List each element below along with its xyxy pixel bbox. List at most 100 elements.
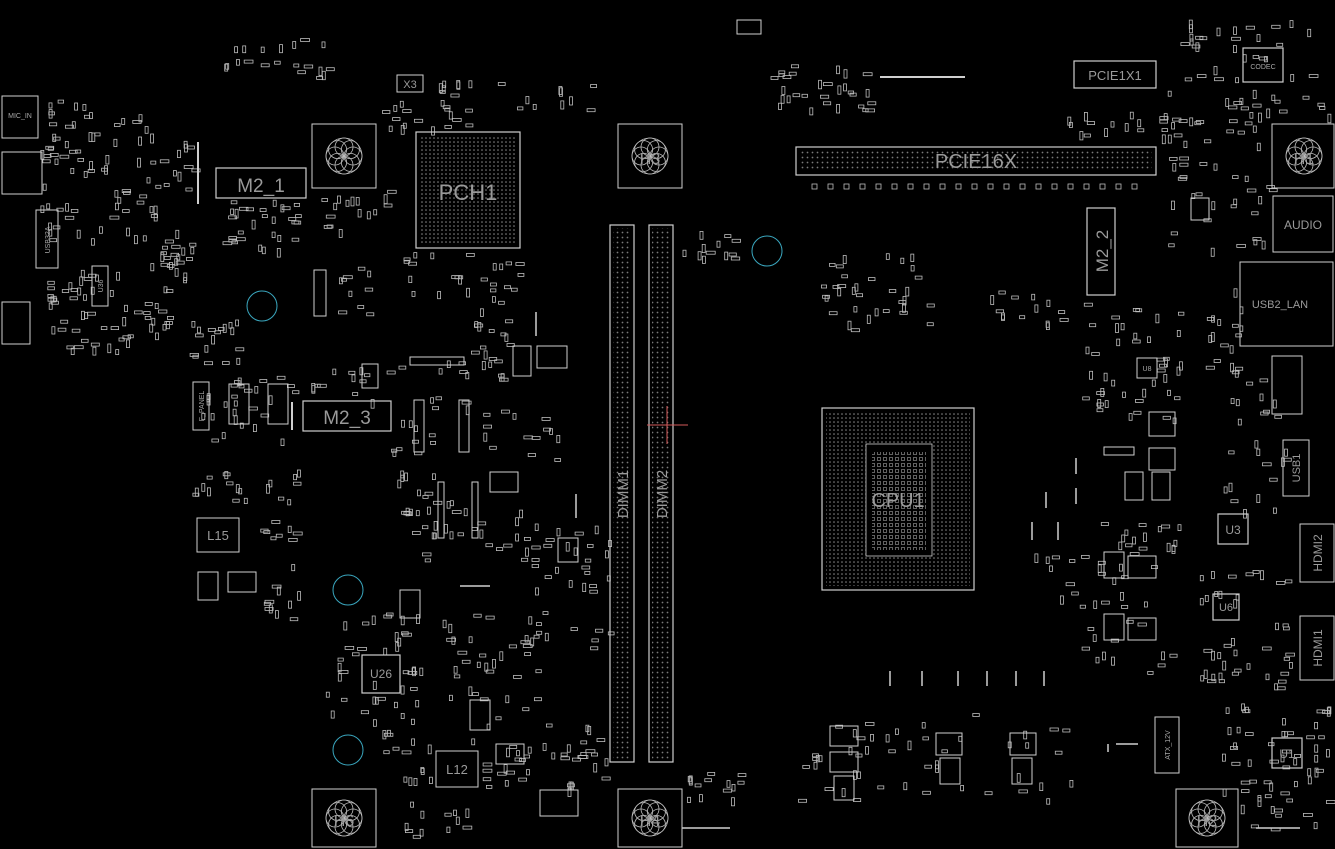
smd-pad <box>1247 759 1252 767</box>
smd-pad <box>1122 391 1126 398</box>
smd-pad <box>1235 399 1240 407</box>
smd-pad <box>1156 368 1166 373</box>
smd-pad <box>485 543 493 548</box>
smd-pad <box>393 105 398 112</box>
smd-pad <box>1071 591 1079 596</box>
smd-pad <box>292 531 303 536</box>
smd-pad <box>433 521 438 531</box>
smd-pad <box>243 59 254 64</box>
usb32a-connector: USB32A <box>35 209 59 269</box>
smd-pad <box>458 361 466 366</box>
smd-pad <box>1054 750 1063 755</box>
smd-pad <box>1240 780 1251 785</box>
smd-pad <box>277 496 285 501</box>
smd-pad <box>1164 358 1168 368</box>
smd-pad <box>570 627 578 631</box>
pcie-pad <box>859 183 866 190</box>
smd-pad <box>841 274 848 279</box>
smd-pad <box>1223 486 1228 494</box>
smd-pad <box>453 809 457 816</box>
smd-pad <box>1271 94 1276 101</box>
smd-pad <box>1266 184 1275 189</box>
mount-hole-h4: H4 <box>617 788 683 848</box>
smd-pad <box>1265 673 1270 681</box>
smd-pad <box>444 107 451 112</box>
smd-pad <box>274 60 281 65</box>
smd-pad <box>488 357 498 361</box>
smd-pad <box>730 256 741 261</box>
smd-pad <box>1045 320 1050 328</box>
smd-pad <box>383 750 390 755</box>
smd-pad <box>443 524 448 534</box>
smd-pad <box>118 337 125 342</box>
smd-pad <box>419 828 424 837</box>
smd-pad <box>536 630 543 635</box>
smd-pad <box>682 249 687 257</box>
smd-pad <box>556 434 561 444</box>
smd-pad <box>843 69 848 79</box>
smd-pad <box>325 214 336 219</box>
smd-pad <box>185 257 193 261</box>
smd-pad <box>237 377 242 387</box>
smd-pad <box>280 438 285 446</box>
smd-pad <box>191 320 196 328</box>
smd-pad <box>1046 299 1051 307</box>
smd-pad <box>707 772 716 776</box>
l15-label: L15 <box>207 528 229 543</box>
smd-pad <box>1258 195 1263 205</box>
smd-pad <box>1083 133 1091 138</box>
smd-pad <box>506 343 515 347</box>
smd-pad <box>1230 398 1235 404</box>
smd-pad <box>542 743 547 751</box>
smd-pad <box>453 674 461 679</box>
smd-pad <box>1284 448 1288 457</box>
smd-pad <box>1314 722 1318 730</box>
smd-pad <box>444 812 452 817</box>
smd-pad <box>1228 105 1238 110</box>
smd-pad <box>293 473 298 481</box>
smd-pad <box>468 686 473 697</box>
smd-pad <box>399 100 404 108</box>
smd-pad <box>488 361 493 368</box>
smd-pad <box>190 246 195 255</box>
smd-pad <box>228 322 233 329</box>
smd-pad <box>473 323 484 328</box>
smd-pad <box>1129 552 1140 556</box>
x3-label: X3 <box>403 79 416 91</box>
smd-pad <box>524 537 531 541</box>
smd-pad <box>1233 101 1243 105</box>
chip-outline <box>267 383 289 425</box>
smd-pad <box>1137 128 1145 133</box>
smd-pad <box>268 395 273 405</box>
smd-pad <box>160 251 167 256</box>
smd-pad <box>1162 415 1171 420</box>
smd-pad <box>605 550 609 559</box>
pcie16x-label: PCIE16X <box>935 151 1017 173</box>
front-usb-outline <box>1 301 31 345</box>
h6-label: H6 <box>334 813 355 830</box>
smd-pad <box>57 99 64 104</box>
smd-pad <box>1252 570 1260 574</box>
smd-pad <box>91 238 95 246</box>
smd-pad <box>485 615 495 620</box>
smd-pad <box>235 319 240 327</box>
smd-pad <box>165 321 170 330</box>
smd-pad <box>1173 133 1183 138</box>
smd-pad <box>442 80 447 88</box>
smd-pad <box>572 757 581 762</box>
smd-pad <box>1302 95 1310 100</box>
smd-pad <box>260 46 265 53</box>
smd-pad <box>546 723 553 728</box>
smd-pad <box>1314 754 1319 763</box>
smd-pad <box>451 636 456 645</box>
smd-pad <box>1103 372 1108 382</box>
smd-pad <box>46 203 51 210</box>
smd-pad <box>218 326 225 331</box>
smd-pad <box>461 400 472 405</box>
smd-pad <box>70 288 78 292</box>
smd-pad <box>366 312 375 317</box>
smd-pad <box>1199 598 1204 606</box>
smd-pad <box>1242 54 1247 63</box>
audio-label: AUDIO <box>1284 218 1322 232</box>
smd-pad <box>1144 601 1148 608</box>
